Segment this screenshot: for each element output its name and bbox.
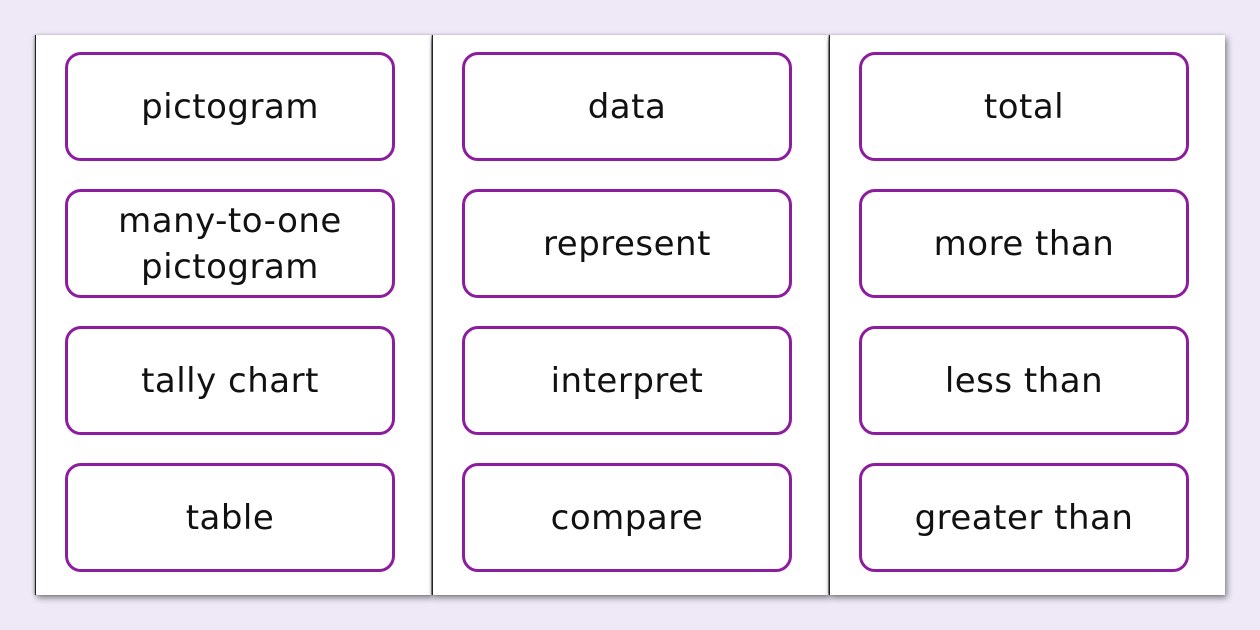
card-label: less than <box>944 360 1104 401</box>
card-label: pictogram <box>141 86 319 127</box>
card-label: compare <box>550 497 704 538</box>
word-card-table: table <box>65 463 395 572</box>
card-label: more than <box>933 223 1115 264</box>
word-card-tally-chart: tally chart <box>65 326 395 435</box>
card-label: greater than <box>914 497 1134 538</box>
word-card-many-to-one-pictogram: many-to-one pictogram <box>65 189 395 298</box>
card-label: table <box>185 497 275 538</box>
word-card-compare: compare <box>462 463 792 572</box>
word-card-sheet-3: total more than less than greater than <box>829 35 1225 595</box>
word-card-pictogram: pictogram <box>65 52 395 161</box>
card-label: total <box>983 86 1065 127</box>
card-label: many-to-one pictogram <box>118 200 342 287</box>
card-label: represent <box>543 223 711 264</box>
word-card-interpret: interpret <box>462 326 792 435</box>
word-card-total: total <box>859 52 1189 161</box>
card-label: data <box>587 86 667 127</box>
word-card-more-than: more than <box>859 189 1189 298</box>
card-label: tally chart <box>141 360 319 401</box>
word-card-greater-than: greater than <box>859 463 1189 572</box>
card-label: interpret <box>550 360 704 401</box>
word-card-sheet-1: pictogram many-to-one pictogram tally ch… <box>35 35 431 595</box>
word-card-represent: represent <box>462 189 792 298</box>
word-card-less-than: less than <box>859 326 1189 435</box>
word-card-sheet-2: data represent interpret compare <box>432 35 828 595</box>
word-card-data: data <box>462 52 792 161</box>
